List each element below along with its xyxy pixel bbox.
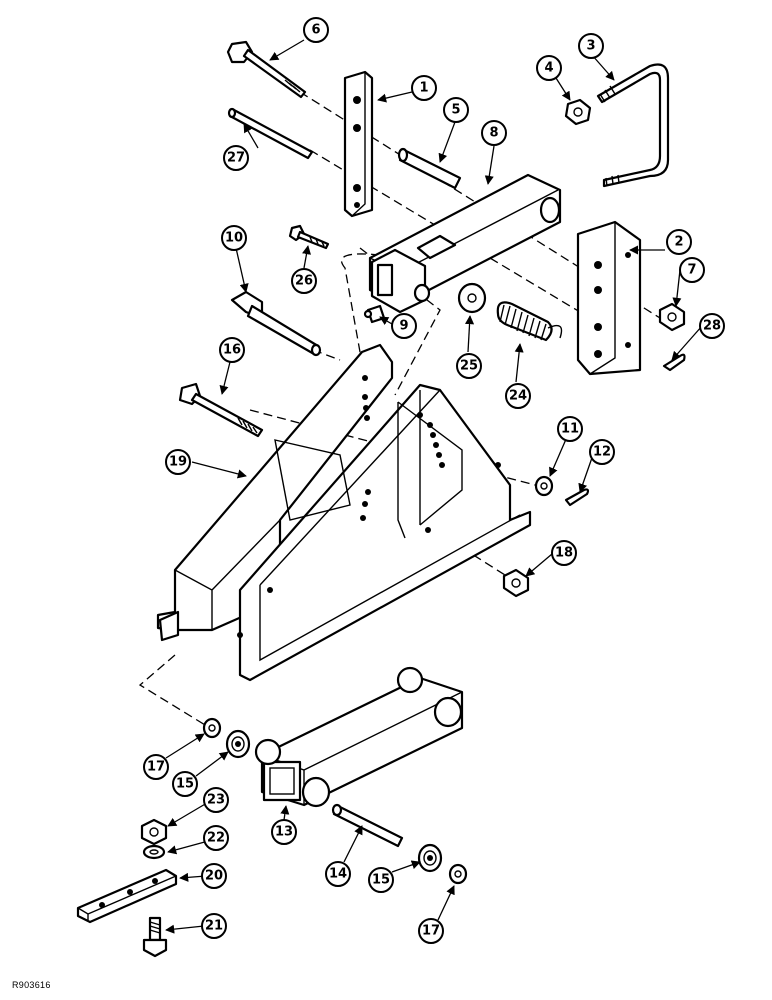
nut-part-23 — [140, 818, 168, 846]
washer-part-22 — [142, 844, 166, 860]
callout-17-upper: 17 — [143, 754, 169, 780]
callout-2: 2 — [666, 229, 692, 255]
callout-28: 28 — [699, 313, 725, 339]
svg-text:12: 12 — [593, 445, 611, 460]
callout-18: 18 — [551, 540, 577, 566]
callout-25: 25 — [456, 353, 482, 379]
svg-text:10: 10 — [225, 231, 243, 246]
svg-text:1: 1 — [419, 81, 428, 96]
svg-text:16: 16 — [223, 343, 241, 358]
callout-3: 3 — [578, 33, 604, 59]
washer-part-17a — [202, 717, 222, 739]
leader-lines — [165, 39, 703, 934]
callout-19: 19 — [165, 449, 191, 475]
svg-text:6: 6 — [311, 23, 320, 38]
nut-part-18 — [502, 568, 530, 598]
svg-text:24: 24 — [509, 389, 527, 404]
fitting-part-9 — [363, 304, 386, 324]
callout-15-lower: 15 — [368, 867, 394, 893]
cotter-part-12 — [564, 488, 590, 507]
svg-text:2: 2 — [674, 235, 683, 250]
svg-text:17: 17 — [147, 760, 165, 775]
svg-text:15: 15 — [176, 777, 194, 792]
svg-text:3: 3 — [586, 39, 595, 54]
beam-part-13 — [254, 666, 464, 808]
tube-part-8 — [368, 173, 562, 314]
svg-text:4: 4 — [544, 61, 553, 76]
svg-text:9: 9 — [399, 319, 408, 334]
svg-text:18: 18 — [555, 546, 573, 561]
callout-22: 22 — [203, 825, 229, 851]
callout-16: 16 — [219, 337, 245, 363]
bolt-part-16 — [178, 382, 264, 438]
svg-text:22: 22 — [207, 831, 225, 846]
svg-text:8: 8 — [489, 126, 498, 141]
callout-6: 6 — [303, 17, 329, 43]
washer-part-17b — [448, 863, 468, 885]
bolt-part-6 — [226, 40, 307, 99]
bolt-part-26 — [288, 224, 330, 250]
strap-part-1 — [343, 70, 374, 218]
bushing-part-25 — [457, 282, 487, 314]
callout-9: 9 — [391, 313, 417, 339]
callout-14: 14 — [325, 861, 351, 887]
nut-part-7 — [658, 302, 686, 332]
svg-text:21: 21 — [205, 919, 223, 934]
callout-7: 7 — [679, 257, 705, 283]
pin-part-5 — [397, 147, 462, 190]
callout-10: 10 — [221, 225, 247, 251]
svg-text:17: 17 — [422, 924, 440, 939]
svg-text:5: 5 — [451, 103, 460, 118]
callout-15-upper: 15 — [172, 771, 198, 797]
bearing-part-15b — [417, 843, 443, 873]
figure-reference-code: R903616 — [12, 980, 51, 990]
callout-26: 26 — [291, 268, 317, 294]
callout-13: 13 — [271, 819, 297, 845]
washer-part-11 — [534, 475, 554, 497]
nut-part-4 — [564, 98, 592, 126]
callout-21: 21 — [201, 913, 227, 939]
svg-text:11: 11 — [561, 422, 579, 437]
svg-text:13: 13 — [275, 825, 293, 840]
svg-text:25: 25 — [460, 359, 478, 374]
bracket-part-2 — [576, 220, 642, 376]
svg-text:20: 20 — [205, 869, 223, 884]
callout-23: 23 — [203, 787, 229, 813]
svg-text:27: 27 — [227, 151, 245, 166]
svg-text:23: 23 — [207, 793, 225, 808]
callout-5: 5 — [443, 97, 469, 123]
callout-20: 20 — [201, 863, 227, 889]
svg-text:28: 28 — [703, 319, 721, 334]
callout-12: 12 — [589, 439, 615, 465]
bearing-part-15a — [225, 729, 251, 759]
pin-part-27 — [227, 107, 314, 160]
spring-part-24 — [496, 301, 563, 342]
svg-text:26: 26 — [295, 274, 313, 289]
callout-27: 27 — [223, 145, 249, 171]
callout-1: 1 — [411, 75, 437, 101]
plate-part-20 — [76, 868, 178, 924]
callout-24: 24 — [505, 383, 531, 409]
svg-text:15: 15 — [372, 873, 390, 888]
frame-part-19 — [156, 343, 532, 682]
hook-pin-part-10 — [230, 290, 322, 357]
callout-4: 4 — [536, 55, 562, 81]
bolt-part-21 — [142, 916, 168, 958]
callout-11: 11 — [557, 416, 583, 442]
u-bolt-part-3 — [596, 63, 670, 188]
pin-part-14 — [331, 803, 404, 848]
callout-8: 8 — [481, 120, 507, 146]
svg-text:14: 14 — [329, 867, 347, 882]
callout-17-lower: 17 — [418, 918, 444, 944]
svg-text:7: 7 — [687, 263, 696, 278]
svg-text:19: 19 — [169, 455, 187, 470]
